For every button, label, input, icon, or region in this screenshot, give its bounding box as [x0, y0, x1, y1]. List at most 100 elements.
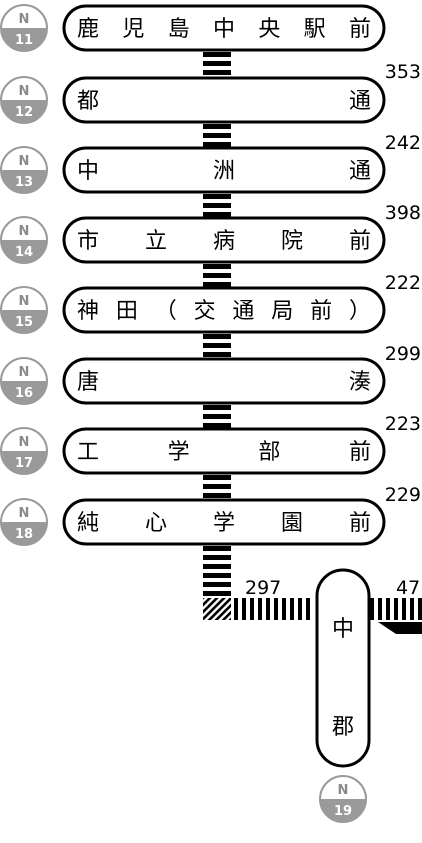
track-segment — [203, 405, 231, 410]
distance-label: 299 — [385, 343, 421, 365]
badge-code: 19 — [334, 804, 352, 819]
distance-label: 398 — [385, 202, 421, 224]
track-segment — [410, 598, 414, 620]
badge-prefix: N — [19, 435, 30, 450]
track-segment — [203, 124, 231, 129]
station-number-badge: N 12 — [0, 76, 48, 124]
station-name-box[interactable]: 唐湊 — [62, 357, 386, 405]
station-name-char: 前 — [349, 229, 371, 254]
track-segment — [203, 546, 231, 551]
station-name-char: 学 — [168, 440, 190, 465]
station-name-char: 部 — [258, 440, 280, 465]
badge-prefix: N — [19, 294, 30, 309]
track-segment — [203, 493, 231, 498]
badge-code: 12 — [15, 105, 33, 120]
station-name-char: 駅 — [304, 17, 326, 42]
station-name-char: 園 — [281, 511, 303, 536]
badge-code: 18 — [15, 527, 33, 542]
badge-prefix: N — [19, 365, 30, 380]
station-name-box[interactable]: 市立病院前 — [62, 216, 386, 264]
station-name-char: 通 — [232, 299, 254, 324]
branch-line-track — [203, 598, 422, 634]
station-name-box[interactable]: 純心学園前 — [62, 498, 386, 546]
station-name-char: 鹿 — [77, 17, 99, 42]
track-segment — [394, 598, 398, 620]
track-segment — [298, 598, 302, 620]
station-name-box[interactable]: 工学部前 — [62, 427, 386, 475]
badge-prefix: N — [19, 224, 30, 239]
track-segment — [234, 598, 238, 620]
track-segment — [203, 582, 231, 587]
station-name-char: 工 — [77, 440, 99, 465]
station-name-char: 交 — [194, 299, 216, 324]
track-segment — [290, 598, 294, 620]
badge-prefix: N — [338, 783, 349, 798]
distance-label: 242 — [385, 132, 421, 154]
station-name-char: 純 — [77, 511, 99, 536]
track-segment — [203, 475, 231, 480]
track-segment — [203, 282, 231, 287]
station-name-char: 心 — [145, 511, 167, 536]
station-name-char: 院 — [281, 229, 303, 254]
station-name-char: 前 — [310, 299, 332, 324]
station-name-box[interactable]: 中洲通 — [62, 146, 386, 194]
track-segment — [258, 598, 262, 620]
track-segment — [203, 264, 231, 269]
station-name-char: 中 — [77, 159, 99, 184]
track-segment — [203, 414, 231, 419]
badge-prefix: N — [19, 506, 30, 521]
station-name-box[interactable]: 神田（交通局前） — [62, 286, 386, 334]
station-name-char: 唐 — [77, 370, 99, 395]
station-name-char: 中 — [213, 17, 235, 42]
track-segment — [306, 598, 310, 620]
distance-label: 47 — [396, 577, 420, 599]
track-segment — [203, 212, 231, 217]
track-segment — [203, 194, 231, 199]
station-number-badge: N11 — [0, 4, 48, 52]
station-name-char: 通 — [349, 159, 371, 184]
station-name-char: 立 — [145, 229, 167, 254]
station-name-box[interactable]: 中郡 — [315, 568, 371, 768]
station-number-badge: N13 — [0, 146, 48, 194]
track-segment — [203, 423, 231, 428]
track-segment — [203, 203, 231, 208]
badge-code: 15 — [15, 315, 33, 330]
station-number-badge: N14 — [0, 216, 48, 264]
badge-prefix: N — [19, 84, 30, 99]
station-name-char: 市 — [77, 229, 99, 254]
track-segment — [203, 484, 231, 489]
station-name-char: 湊 — [349, 370, 371, 395]
track-segment — [203, 591, 231, 596]
station-name-char: 中 — [332, 617, 354, 642]
badge-code: 17 — [15, 456, 33, 471]
track-segment — [402, 598, 406, 620]
station-name-char: 神 — [77, 299, 99, 324]
distance-label: 223 — [385, 413, 421, 435]
track-segment — [203, 352, 231, 357]
track-segment — [203, 61, 231, 66]
station-name-char: 前 — [349, 17, 371, 42]
track-segment — [203, 70, 231, 75]
badge-code: 13 — [15, 175, 33, 190]
station-name-char: 病 — [213, 229, 235, 254]
station-name-char: 学 — [213, 511, 235, 536]
station-name-char: 前 — [349, 511, 371, 536]
track-segment — [203, 142, 231, 147]
station-name-char: 田 — [116, 299, 138, 324]
track-segment — [203, 52, 231, 57]
track-segment — [386, 598, 390, 620]
track-segment — [378, 598, 382, 620]
station-name-box[interactable]: 鹿児島中央駅前 — [62, 4, 386, 52]
station-name-char: ） — [349, 299, 371, 324]
distance-label: 353 — [385, 61, 421, 83]
distance-label: 297 — [245, 577, 281, 599]
track-segment — [274, 598, 278, 620]
station-name-box[interactable]: 都通 — [62, 76, 386, 124]
track-segment — [242, 598, 246, 620]
badge-code: 16 — [15, 386, 33, 401]
station-name-char: 都 — [77, 89, 99, 114]
junction-hatch — [203, 598, 231, 620]
track-segment — [250, 598, 254, 620]
